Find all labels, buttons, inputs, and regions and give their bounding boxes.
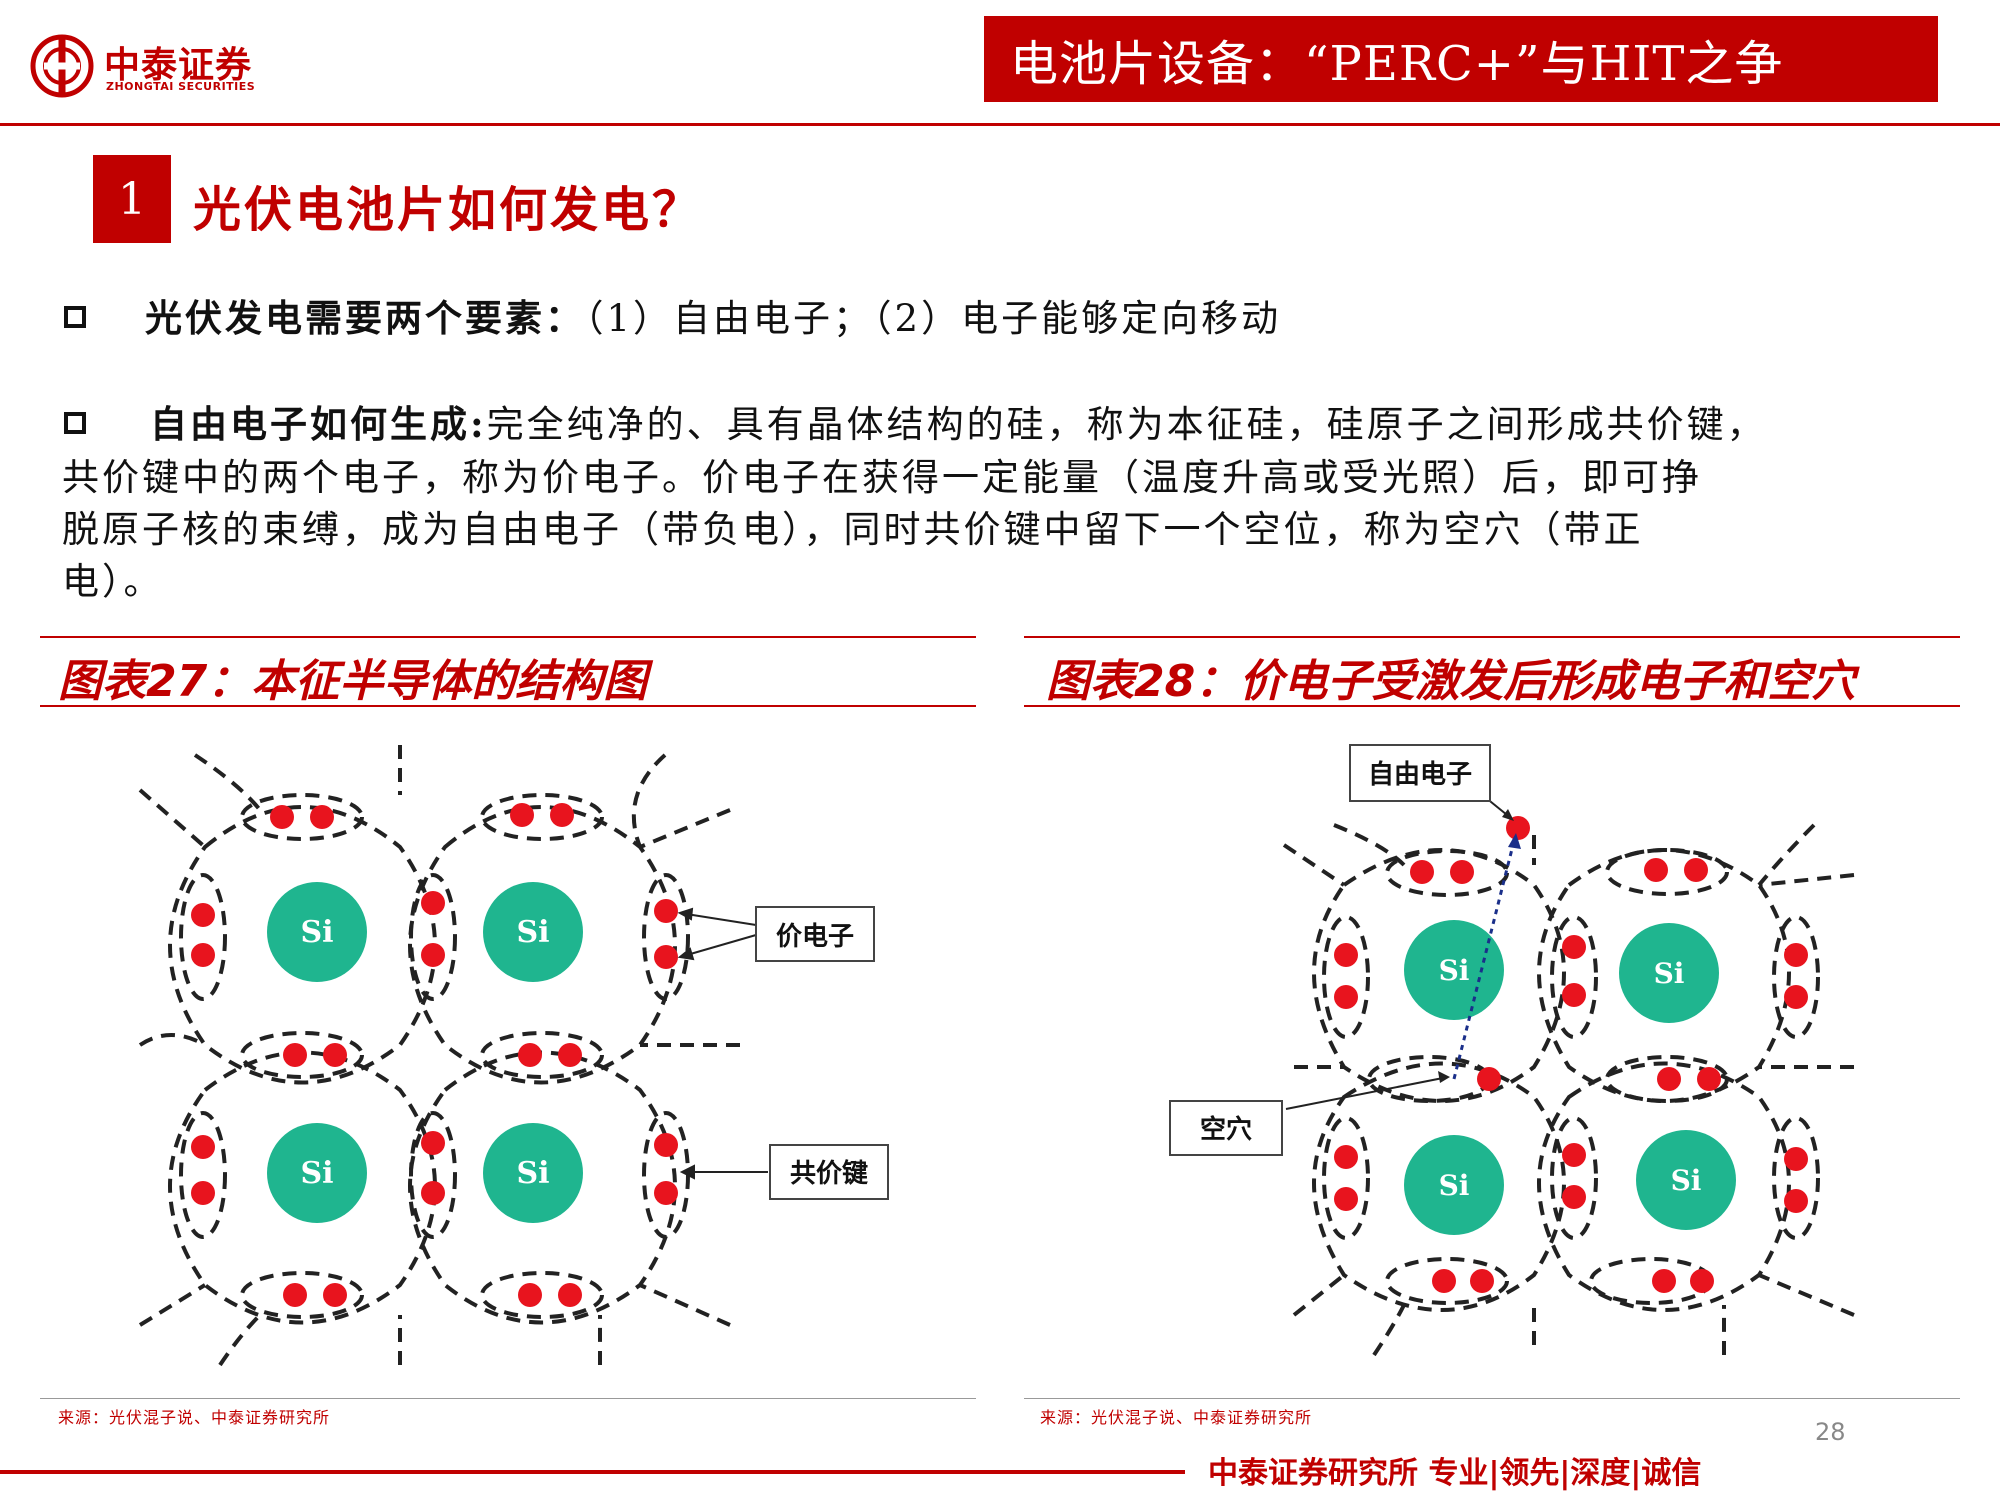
section-title: 光伏电池片如何发电？ xyxy=(193,182,704,238)
figure-28-source-rule xyxy=(1024,1398,1960,1399)
bullet-2-line2: 共价键中的两个电子，称为价电子。价电子在获得一定能量（温度升高或受光照）后，即可… xyxy=(62,456,1702,499)
free-electron xyxy=(1506,816,1530,840)
callout-free-electron: 自由电子 xyxy=(1368,759,1472,790)
bullet-2-first-line: 自由电子如何生成:完全纯净的、具有晶体结构的硅，称为本征硅，硅原子之间形成共价键… xyxy=(150,398,1767,451)
bullet-2-line4: 电）。 xyxy=(62,560,164,603)
si-atom-label: Si xyxy=(516,915,549,950)
figure-27-title: 图表27：本征半导体的结构图 xyxy=(58,656,648,707)
figure-28-diagram: Si Si Si Si 自由电子 空穴 xyxy=(1169,744,1855,1357)
bullet-2-line3: 脱原子核的束缚，成为自由电子（带负电），同时共价键中留下一个空位，称为空穴（带正 xyxy=(62,508,1644,551)
si-atom-label: Si xyxy=(516,1156,549,1191)
si-atom-label: Si xyxy=(300,915,333,950)
bullet-2-line1: 完全纯净的、具有晶体结构的硅，称为本征硅，硅原子之间形成共价键， xyxy=(486,403,1767,446)
si-atom-label: Si xyxy=(1439,954,1470,987)
figure-27-diagram: Si Si Si Si 价电子 共价键 xyxy=(138,745,889,1367)
si-atom-label: Si xyxy=(1671,1164,1702,1197)
page-number: 28 xyxy=(1815,1418,1846,1446)
callout-valence-electron: 价电子 xyxy=(776,922,854,952)
callout-covalent-bond: 共价键 xyxy=(790,1158,868,1189)
header-divider xyxy=(0,123,2000,126)
si-atom-label: Si xyxy=(1654,957,1685,990)
bullet-square-icon xyxy=(64,306,86,328)
footer-tagline: 中泰证券研究所 专业|领先|深度|诚信 xyxy=(1208,1456,1702,1491)
figure-27-source: 来源：光伏混子说、中泰证券研究所 xyxy=(58,1408,331,1427)
footer-divider xyxy=(0,1470,1185,1474)
logo-subtext: ZHONGTAI SECURITIES xyxy=(106,80,256,93)
bullet-1-text: （1）自由电子；（2）电子能够定向移动 xyxy=(585,297,1282,340)
logo-text: 中泰证券 xyxy=(104,45,253,86)
figure-28-bottom-rule xyxy=(1024,705,1960,707)
si-atom-label: Si xyxy=(300,1156,333,1191)
callout-hole: 空穴 xyxy=(1200,1114,1252,1145)
figure-28-title: 图表28：价电子受激发后形成电子和空穴 xyxy=(1046,656,1856,707)
figure-28-source: 来源：光伏混子说、中泰证券研究所 xyxy=(1040,1408,1313,1427)
bullet-1-lead: 光伏发电需要两个要素： xyxy=(145,296,585,340)
figure-27-source-rule xyxy=(40,1398,976,1399)
section-number: 1 xyxy=(93,155,171,243)
figure-27-bottom-rule xyxy=(40,705,976,707)
si-atom-label: Si xyxy=(1439,1169,1470,1202)
bullet-square-icon xyxy=(64,412,86,434)
zhongtai-logo-icon xyxy=(30,34,94,98)
bullet-1: 光伏发电需要两个要素：（1）自由电子；（2）电子能够定向移动 xyxy=(145,292,1281,345)
bullet-2-lead: 自由电子如何生成: xyxy=(150,402,487,446)
report-title-banner: 电池片设备：“PERC+”与HIT之争 xyxy=(984,16,1938,102)
figure-28-top-rule xyxy=(1024,636,1960,638)
figure-27-top-rule xyxy=(40,636,976,638)
report-title: 电池片设备：“PERC+”与HIT之争 xyxy=(1010,36,1784,92)
